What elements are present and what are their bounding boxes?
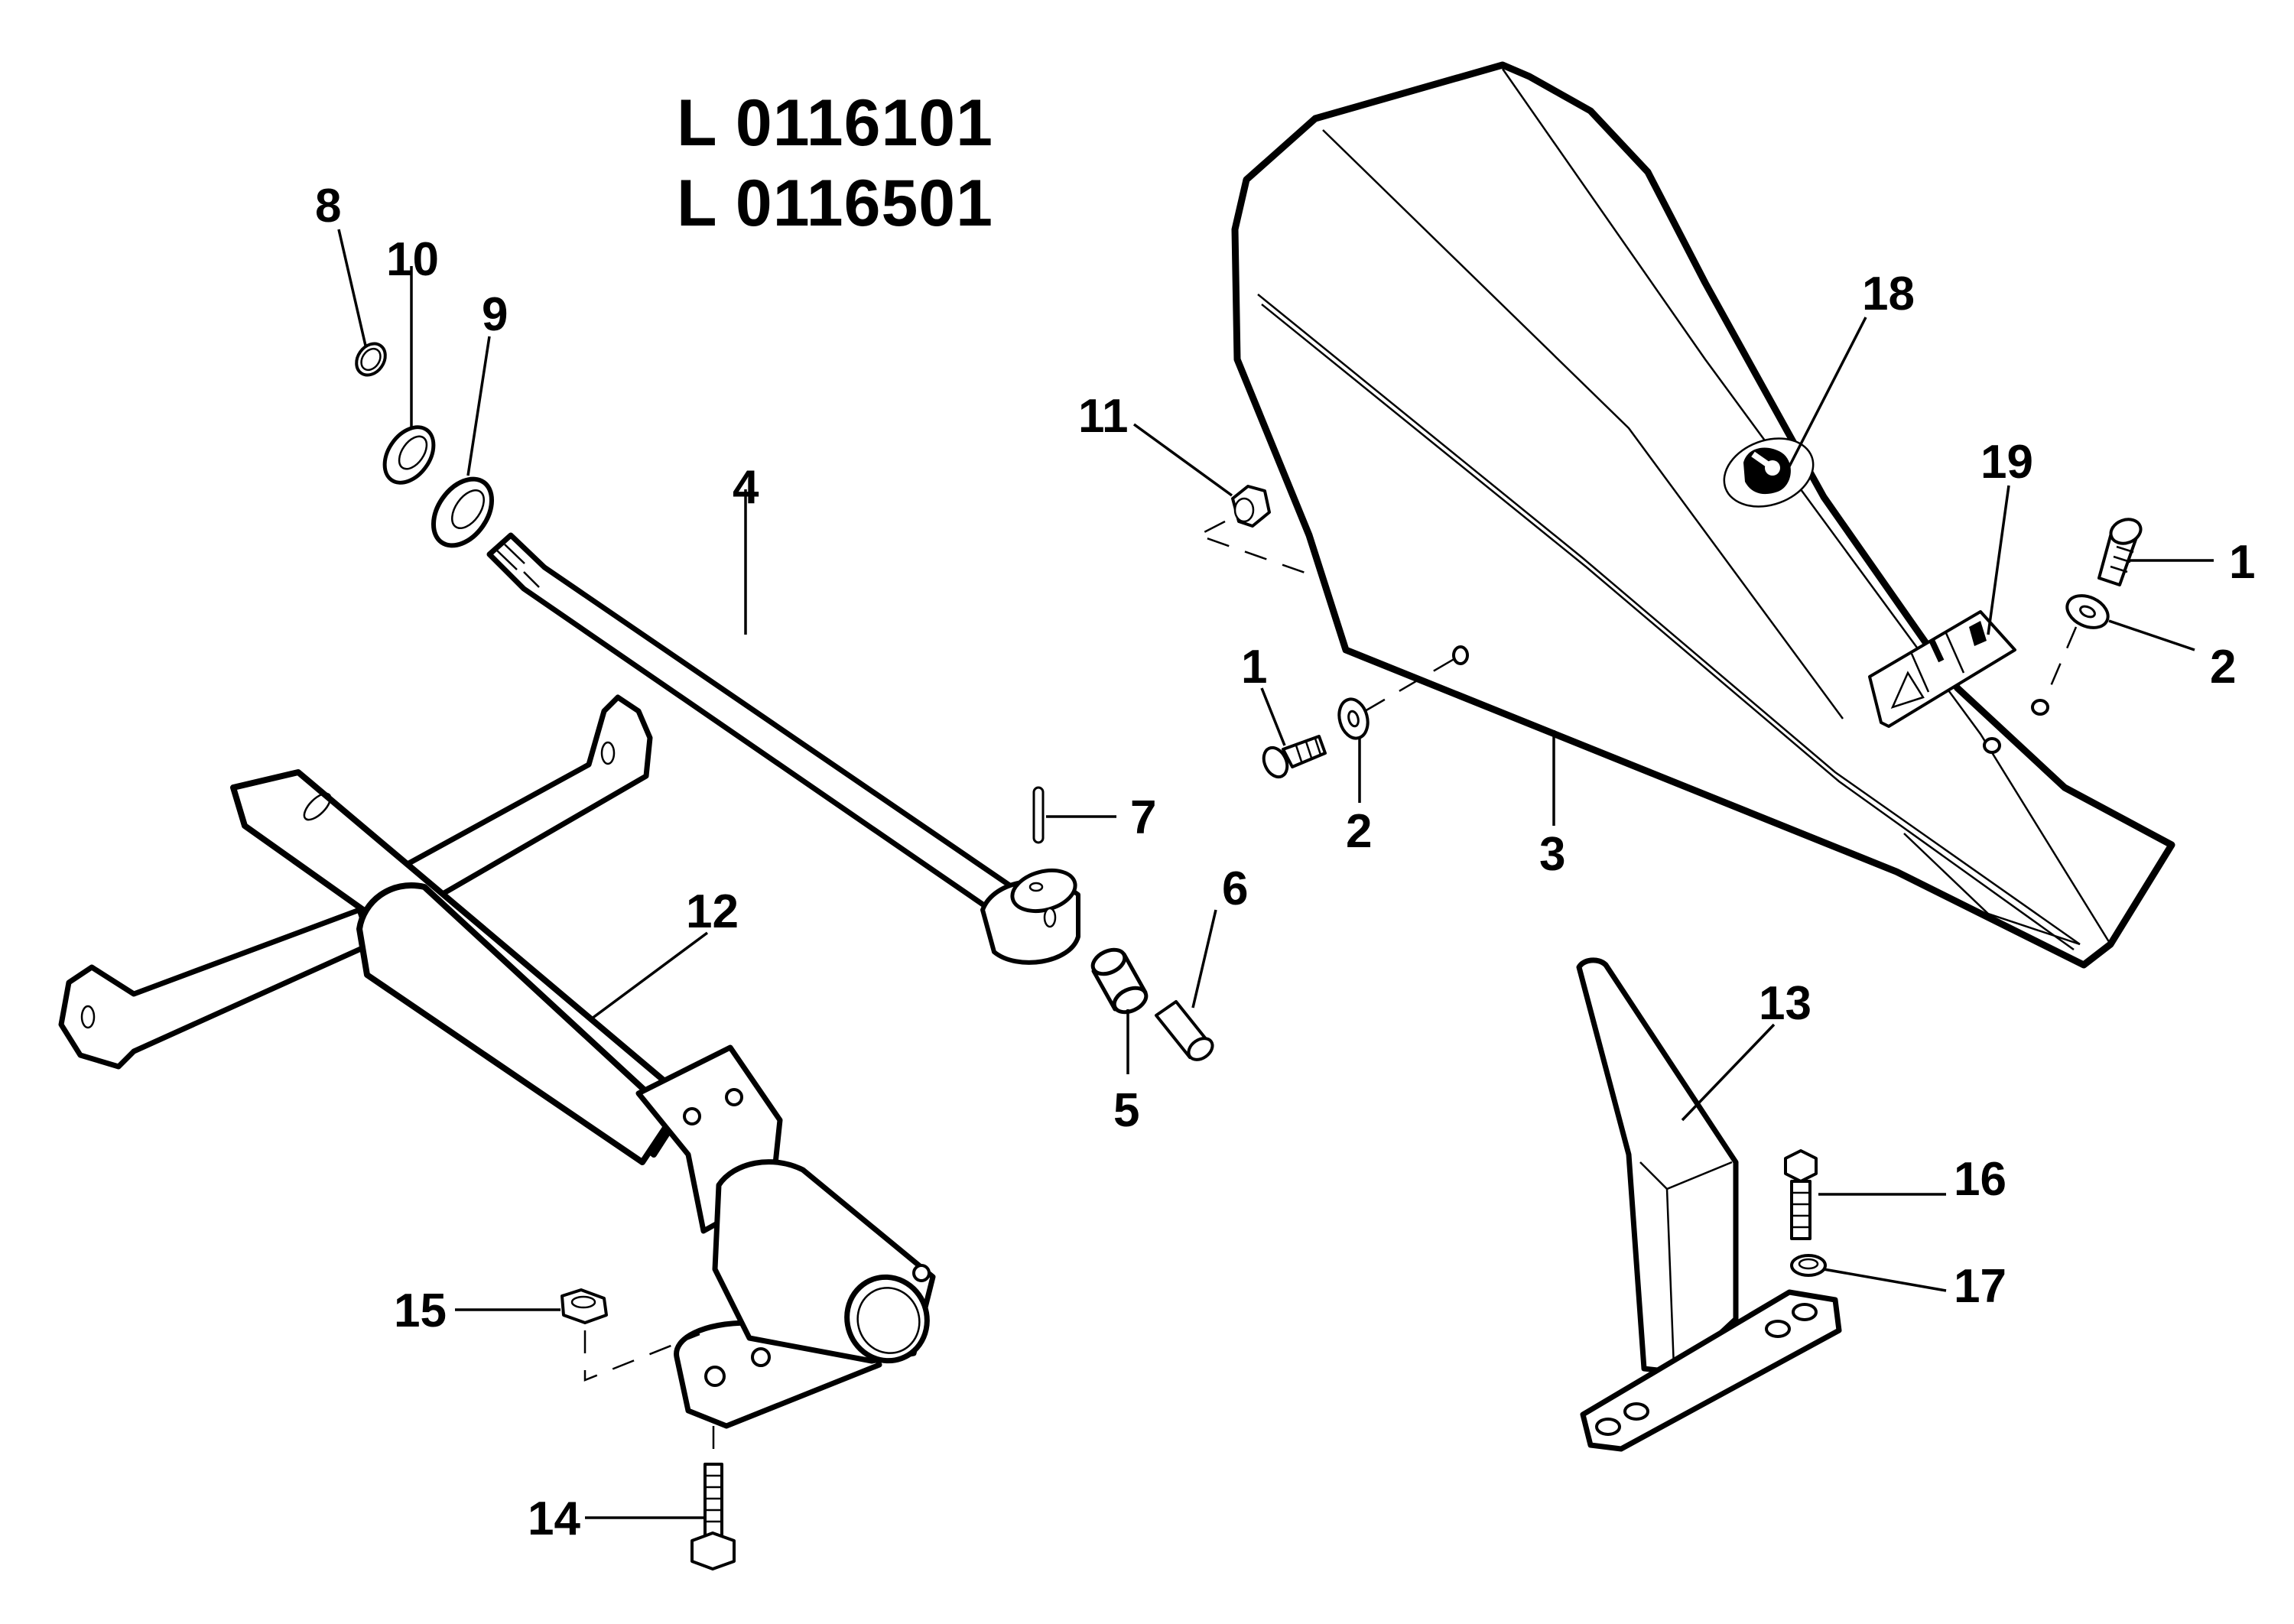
callout-4: 4: [733, 461, 759, 514]
callout-9: 9: [482, 288, 508, 341]
assembly-dash-line: [1364, 656, 1457, 713]
callout-19: 19: [1980, 436, 2033, 489]
guard-part-3: [1231, 61, 2175, 969]
callout-2-right: 2: [2210, 641, 2236, 693]
warning-decal-19: [1868, 610, 2016, 728]
nut-11: [1231, 485, 1271, 528]
warning-triangle-icon: [1890, 671, 1925, 710]
callout-numbers: 8 10 9 4 11 18 19 1 2 1 2 3 7 6 5 12 13 …: [315, 180, 2255, 1545]
washer-2-right: [2065, 594, 2110, 629]
exclamation-icon: [1928, 638, 1945, 663]
nut-15: [561, 1288, 608, 1324]
leader-lines: [337, 229, 2214, 1519]
bolt-14: [690, 1463, 736, 1570]
title-line-1: L 0116101: [677, 86, 993, 160]
callout-10: 10: [386, 233, 439, 286]
assembly-dash-line: [583, 1330, 700, 1382]
callout-8: 8: [315, 180, 341, 232]
bracket-13: [1576, 957, 1842, 1452]
callout-12: 12: [686, 885, 739, 938]
sleeve-6: [1155, 1000, 1214, 1061]
frame-12: [58, 694, 936, 1429]
assembly-dash-line: [1195, 520, 1312, 577]
callout-16: 16: [1954, 1153, 2006, 1206]
callout-14: 14: [528, 1492, 580, 1545]
pin-7: [1032, 786, 1045, 844]
callout-3: 3: [1539, 828, 1565, 881]
callout-2-left: 2: [1346, 805, 1372, 858]
screw-1-right: [2097, 518, 2143, 586]
bearing-9: [431, 476, 495, 548]
callout-11: 11: [1078, 390, 1129, 443]
title-line-2: L 0116501: [677, 167, 993, 240]
callout-6: 6: [1222, 862, 1248, 915]
callout-15: 15: [394, 1285, 447, 1337]
shaft-collar: [980, 869, 1080, 965]
callout-17: 17: [1954, 1260, 2006, 1313]
callout-1-left: 1: [1241, 641, 1267, 693]
shaft-4: [486, 532, 1080, 965]
bushing-5: [1090, 947, 1149, 1015]
bearing-10: [382, 425, 436, 485]
washer-2-left: [1337, 697, 1370, 740]
callout-5: 5: [1113, 1084, 1139, 1137]
logo-decal-18: [1723, 437, 1815, 508]
spring-washer-17: [1790, 1254, 1827, 1277]
circlip-8: [355, 342, 387, 377]
screw-1-left: [1262, 735, 1327, 779]
assembly-dash-line: [2042, 626, 2078, 703]
callout-7: 7: [1130, 791, 1156, 844]
callout-18: 18: [1862, 268, 1915, 320]
callout-1-right: 1: [2229, 536, 2255, 589]
callout-13: 13: [1759, 977, 1811, 1030]
person-hazard-icon: [1969, 621, 1987, 646]
bolt-16: [1784, 1149, 1818, 1240]
